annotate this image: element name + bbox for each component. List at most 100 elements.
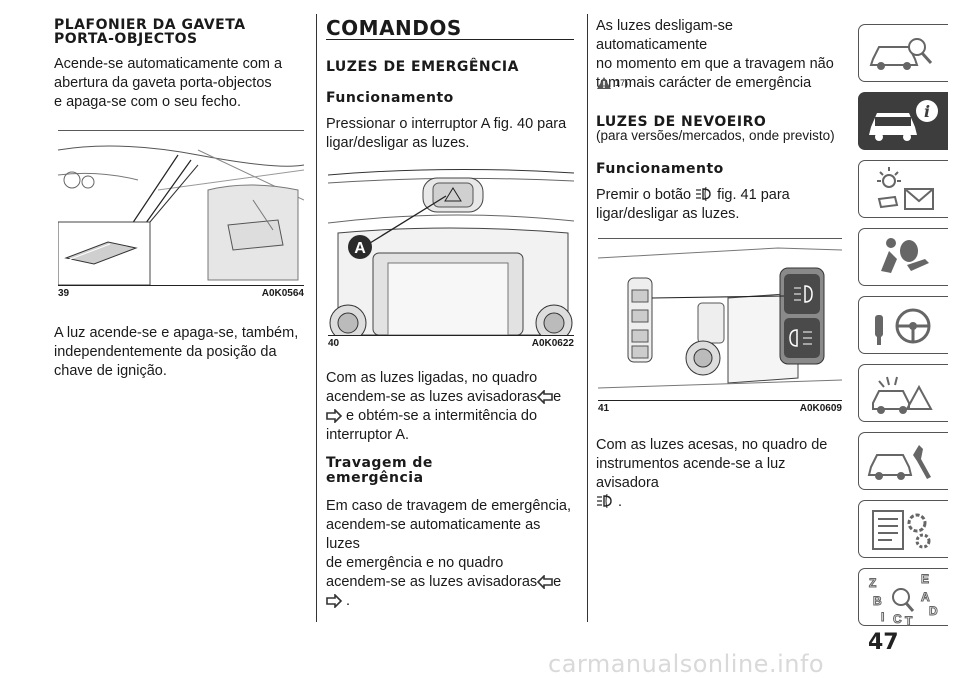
specifications-icon: [872, 510, 931, 550]
text-line: A luz acende-se e apaga-se, também,: [54, 325, 299, 341]
paragraph: Premir o botão fig. 41 para ligar/deslig…: [596, 186, 848, 224]
text-line: no momento em que a travagem não: [596, 56, 834, 72]
heading-line: emergência: [326, 470, 424, 486]
svg-text:B: B: [873, 594, 882, 608]
text-line: Com as luzes acesas, no quadro de: [596, 437, 828, 453]
figure-41-illustration: [597, 237, 843, 389]
car-service-icon: [867, 445, 931, 480]
figure-code: A0K0609: [799, 403, 842, 414]
tab-car-info[interactable]: i: [858, 92, 948, 150]
page-number: 47: [868, 630, 899, 655]
figure-39: 39 A0K0564: [57, 129, 305, 300]
subheading-emergency-lights: LUZES DE EMERGÊNCIA: [326, 59, 519, 75]
text-fragment: Premir o botão: [596, 187, 692, 203]
text-line: Acende-se automaticamente com a: [54, 56, 283, 72]
text-line: ligar/desligar as luzes.: [596, 206, 740, 222]
text-line: independentemente da posição da: [54, 344, 277, 360]
watermark: carmanualsonline.info: [548, 650, 825, 678]
paragraph: Pressionar o interruptor A fig. 40 para …: [326, 115, 576, 153]
svg-text:C: C: [893, 612, 902, 626]
tab-key-steering[interactable]: [858, 296, 948, 354]
svg-text:A: A: [921, 590, 930, 604]
right-turn-arrow-icon: [326, 594, 342, 608]
tab-car-search[interactable]: [858, 24, 948, 82]
note-number: 17): [615, 78, 629, 88]
text-fragment: e: [553, 574, 562, 590]
paragraph: As luzes desligam-se automaticamente no …: [596, 17, 848, 93]
svg-text:T: T: [905, 614, 913, 627]
figure-39-illustration: [57, 129, 305, 286]
accident-icon: [872, 376, 933, 414]
text-line: ligar/desligar as luzes.: [326, 135, 470, 151]
warning-lights-icon: [877, 167, 934, 210]
section-heading-glovebox-light: PLAFONIER DA GAVETA PORTA-OBJECTOS: [54, 18, 304, 46]
note-reference: 17): [596, 76, 628, 90]
figure-number: 40: [328, 338, 340, 349]
svg-text:Z: Z: [869, 576, 876, 590]
heading-line: PORTA-OBJECTOS: [54, 31, 198, 47]
text-line: Premir o botão fig. 41 para: [596, 186, 848, 205]
svg-text:E: E: [921, 572, 929, 586]
text-line: Em caso de travagem de emergência,: [326, 498, 572, 514]
text-line: chave de ignição.: [54, 363, 167, 379]
figure-code: A0K0564: [261, 288, 304, 299]
svg-text:i: i: [924, 102, 930, 121]
right-turn-arrow-icon: [326, 409, 342, 423]
front-fog-light-icon: [597, 493, 612, 509]
text-line: Com as luzes ligadas, no quadro: [326, 370, 538, 386]
text-line: As luzes desligam-se automaticamente: [596, 18, 733, 53]
text-fragment: e obtém-se a intermitência do: [346, 408, 538, 424]
heading-line: Travagem de: [326, 455, 433, 471]
text-line: abertura da gaveta porta-objectos: [54, 75, 272, 91]
tab-car-service[interactable]: [858, 432, 948, 490]
text-line: tem mais carácter de emergência: [596, 75, 812, 91]
text-fragment: acendem-se as luzes avisadoras: [326, 389, 538, 405]
subheading-emergency-braking: Travagem de emergência: [326, 456, 433, 486]
text-line: e obtém-se a intermitência do: [326, 407, 578, 426]
text-line: .: [596, 493, 848, 512]
key-steering-icon: [875, 308, 931, 345]
tab-accident[interactable]: [858, 364, 948, 422]
paragraph: Em caso de travagem de emergência, acend…: [326, 497, 578, 611]
figure-number: 39: [58, 288, 70, 299]
subheading-fog-lights: LUZES DE NEVOEIRO: [596, 114, 767, 130]
text-line: acendem-se as luzes avisadoras e: [326, 573, 578, 592]
text-line: de emergência e no quadro: [326, 555, 504, 571]
left-turn-arrow-icon: [537, 575, 553, 589]
paragraph: Com as luzes ligadas, no quadro acendem-…: [326, 369, 578, 445]
front-fog-light-icon: [696, 186, 711, 202]
chapter-title-rule: [326, 39, 574, 40]
warning-triangle-icon: [597, 77, 611, 89]
text-line: Pressionar o interruptor A fig. 40 para: [326, 116, 567, 132]
left-turn-arrow-icon: [537, 390, 553, 404]
text-line: interruptor A.: [326, 427, 410, 443]
subheading-operation: Funcionamento: [326, 90, 454, 106]
car-info-icon: i: [869, 100, 938, 141]
text-line: e apaga-se com o seu fecho.: [54, 94, 242, 110]
text-line: .: [326, 592, 578, 611]
car-search-icon: [869, 38, 933, 70]
chapter-title: COMANDOS: [326, 16, 462, 40]
subheading-note: (para versões/mercados, onde previsto): [596, 128, 835, 143]
figure-41: 41 A0K0609: [597, 237, 843, 418]
figure-40: A 40 A0K0622: [327, 163, 575, 353]
text-line: acendem-se automaticamente as luzes: [326, 517, 541, 552]
paragraph: Com as luzes acesas, no quadro de instru…: [596, 436, 848, 512]
text-fragment: acendem-se as luzes avisadoras: [326, 574, 538, 590]
svg-text:D: D: [929, 604, 938, 618]
tab-airbag[interactable]: [858, 228, 948, 286]
airbag-passenger-icon: [881, 238, 929, 273]
tab-warning-lights[interactable]: [858, 160, 948, 218]
tab-specifications[interactable]: [858, 500, 948, 558]
column-divider: [316, 14, 317, 622]
text-fragment: fig. 41 para: [717, 187, 790, 203]
paragraph: A luz acende-se e apaga-se, também, inde…: [54, 324, 304, 381]
paragraph: Acende-se automaticamente com a abertura…: [54, 55, 304, 112]
text-fragment: .: [346, 593, 351, 609]
svg-text:I: I: [881, 610, 884, 624]
text-fragment: e: [553, 389, 562, 405]
text-line: instrumentos acende-se a luz avisadora: [596, 456, 786, 491]
text-line: acendem-se as luzes avisadoras e: [326, 388, 578, 407]
